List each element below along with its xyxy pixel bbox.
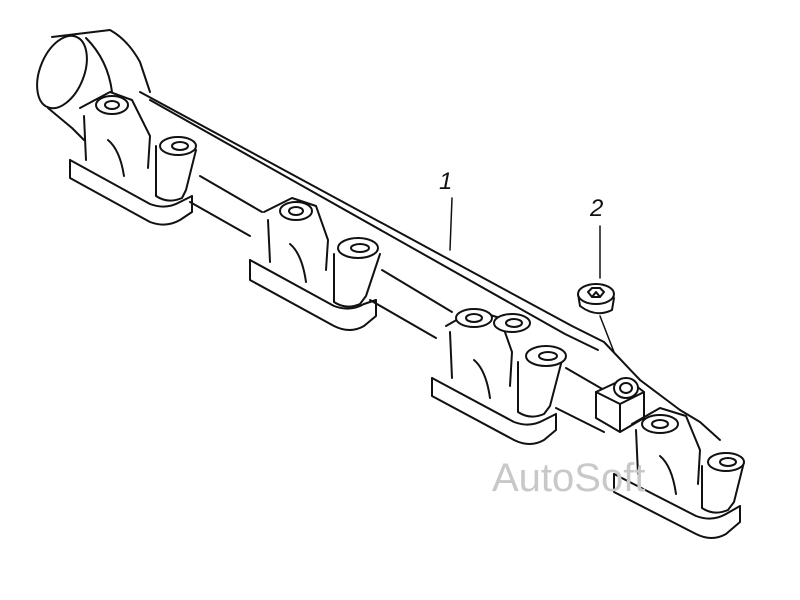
manifold-top-edge-inner: [149, 99, 599, 351]
flange-4: [613, 407, 745, 539]
manifold-top-edge: [139, 91, 681, 411]
hex-socket-plug: [577, 283, 615, 315]
manifold-lower-edge: [189, 201, 605, 433]
manifold-inlet-pipe: [36, 29, 151, 141]
callout-label-part-1: 1: [439, 168, 453, 195]
flange-3: [431, 308, 567, 445]
plug-boss: [595, 377, 645, 433]
leader-line-part-1: [449, 197, 453, 251]
callout-label-part-2: 2: [590, 195, 604, 222]
flange-2: [249, 197, 381, 331]
exhaust-manifold: [36, 29, 745, 539]
leader-line-part-2-lower: [599, 315, 615, 353]
flange-1: [69, 91, 197, 226]
manifold-mid-edge: [199, 175, 605, 391]
watermark-logo: AutoSoft: [492, 456, 646, 500]
